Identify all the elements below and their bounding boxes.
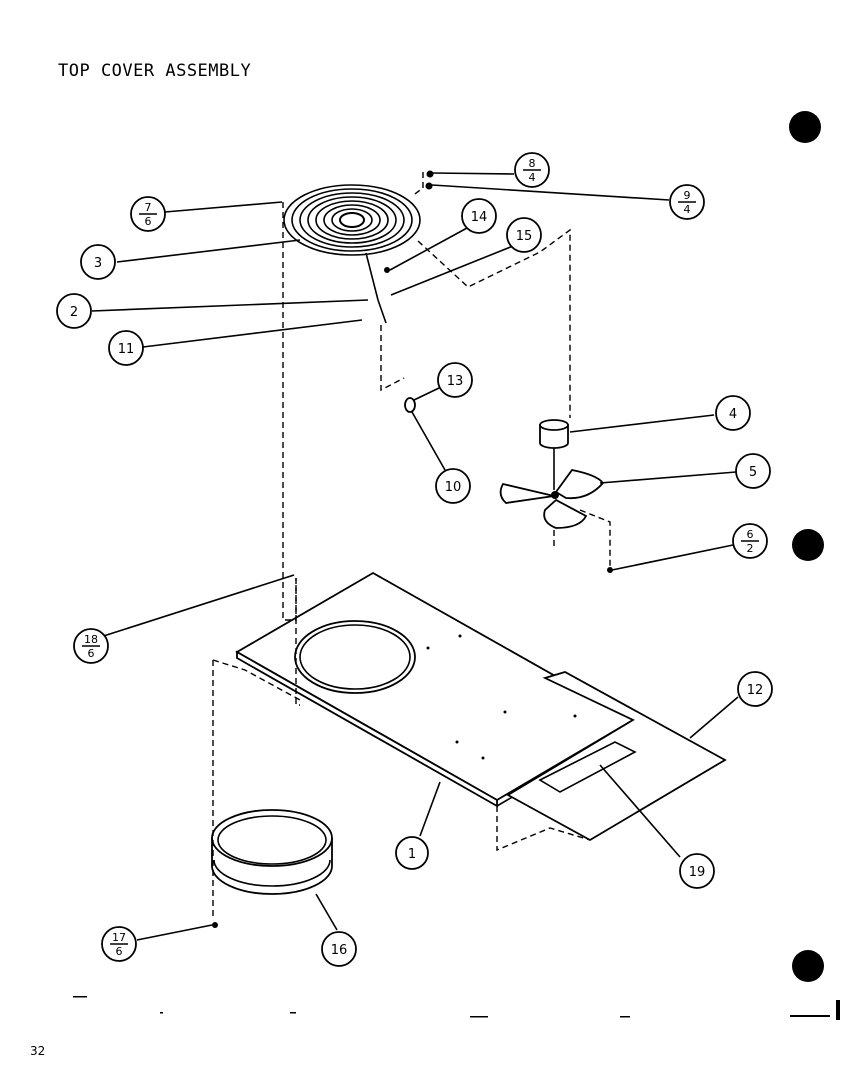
binder-hole-top [789,111,821,143]
callout-c8-4: 84 [514,152,550,188]
callout-c14: 14 [461,198,497,234]
gasket-part [538,741,637,793]
page-number: 32 [30,1044,45,1058]
callout-circle [56,293,92,329]
callout-c11: 11 [108,330,144,366]
callout-page-ref: 6 [88,647,95,660]
callout-circle [395,836,429,870]
callout-number: 10 [445,480,462,495]
callout-number: 9 [684,189,691,202]
callout-circle [735,453,771,489]
callout-c6-2: 62 [732,523,768,559]
callout-number: 1 [408,847,416,862]
scan-artifacts [73,996,840,1020]
callout-circle [80,244,116,280]
fan-blade-part [499,469,605,529]
screw-8-marker [426,170,434,178]
callout-number: 15 [516,229,533,244]
screw-6-marker [607,567,613,573]
callout-number: 6 [747,528,754,541]
callout-number: 14 [471,210,488,225]
top-cover-part [235,571,635,808]
leader-lines [90,172,739,941]
screw-9-marker [425,182,433,190]
callout-number: 5 [749,465,757,480]
callout-number: 19 [689,865,706,880]
callout-c1: 1 [395,836,429,870]
screw-17-marker [212,922,218,928]
callout-circle [461,198,497,234]
binder-hole-middle [792,529,824,561]
callout-number: 4 [729,407,737,422]
callout-number: 7 [145,201,152,214]
coil-part [283,184,421,324]
callout-c19: 19 [679,853,715,889]
callout-circle [437,362,473,398]
callout-page-ref: 6 [145,215,152,228]
callout-page-ref: 4 [684,203,691,216]
callout-c18-6: 186 [73,628,109,664]
callout-page-ref: 4 [529,171,536,184]
callout-c9-4: 94 [669,184,705,220]
callout-c15: 15 [506,217,542,253]
callout-number: 18 [84,633,98,646]
diagram-title: TOP COVER ASSEMBLY [58,61,251,81]
callout-page-ref: 2 [747,542,754,555]
callout-circle [435,468,471,504]
callout-number: 8 [529,157,536,170]
binder-hole-bottom [792,950,824,982]
callout-page-ref: 6 [116,945,123,958]
callout-circle [321,931,357,967]
part-10-13-bracket [404,397,416,413]
callout-number: 2 [70,305,78,320]
callout-c3: 3 [80,244,116,280]
callout-circle [715,395,751,431]
callout-c7-6: 76 [130,196,166,232]
callout-number: 17 [112,931,126,944]
callout-number: 13 [447,374,464,389]
ring-part [211,809,333,895]
callout-circle [679,853,715,889]
assembly-guide-lines [212,172,611,920]
callout-c10: 10 [435,468,471,504]
callout-c13: 13 [437,362,473,398]
callout-c17-6: 176 [101,926,137,962]
callout-c12: 12 [737,671,773,707]
callout-circle [506,217,542,253]
callout-number: 11 [118,342,135,357]
part-14-marker [384,267,390,273]
callout-c4: 4 [715,395,751,431]
fan-motor-part [539,419,569,490]
callout-number: 12 [747,683,764,698]
callout-circle [108,330,144,366]
callout-c2: 2 [56,293,92,329]
callout-number: 16 [331,943,348,958]
callout-c5: 5 [735,453,771,489]
callout-c16: 16 [321,931,357,967]
callout-circle [737,671,773,707]
callout-number: 3 [94,256,102,271]
